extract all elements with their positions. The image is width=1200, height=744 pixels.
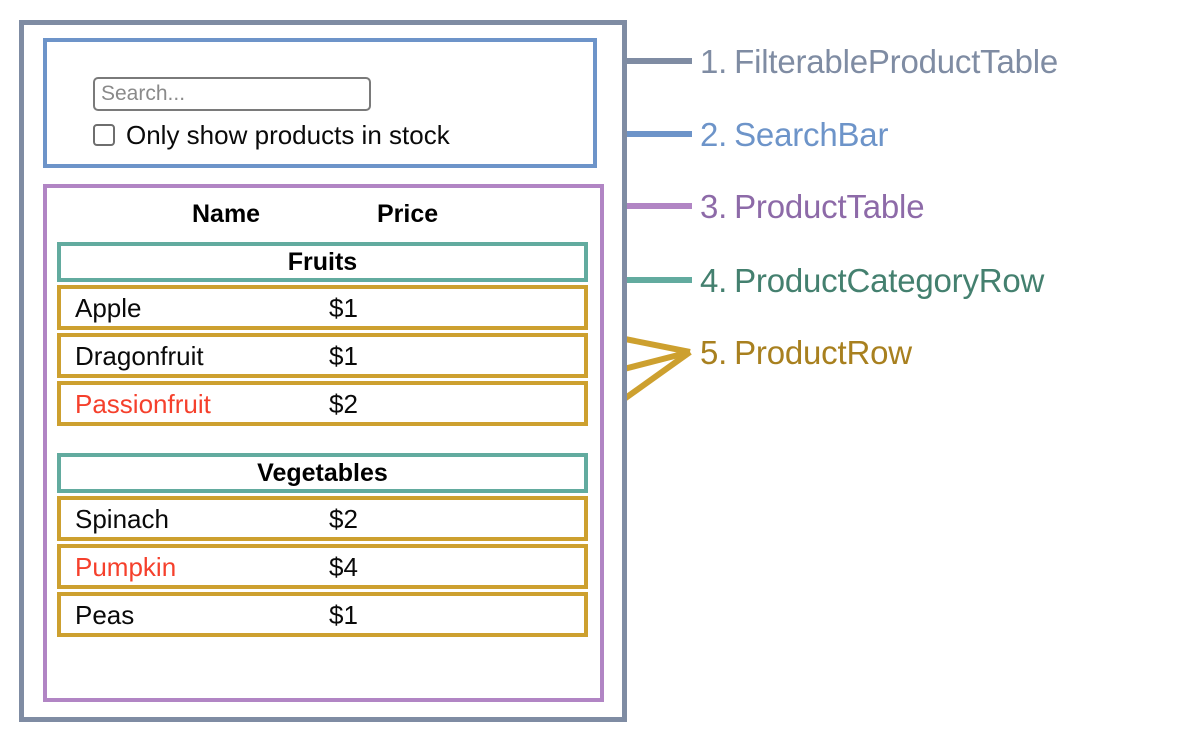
product-row: Spinach $2 [57, 496, 588, 541]
product-price: $1 [329, 292, 358, 323]
legend-number: 5. [700, 334, 728, 371]
column-header-price: Price [377, 199, 439, 228]
legend-number: 2. [700, 116, 728, 153]
legend-label: ProductRow [734, 334, 912, 371]
product-row: Passionfruit $2 [57, 381, 588, 426]
legend-item-product-row: 5.ProductRow [700, 336, 912, 369]
group-spacer [57, 429, 588, 453]
product-price: $2 [329, 503, 358, 534]
stock-filter-row[interactable]: Only show products in stock [93, 122, 450, 148]
product-table-header: Name Price [47, 194, 600, 234]
search-bar-frame: Only show products in stock [43, 38, 597, 168]
product-price: $1 [329, 599, 358, 630]
product-category-label: Fruits [287, 247, 358, 276]
product-name: Spinach [75, 503, 169, 534]
only-in-stock-checkbox[interactable] [93, 124, 115, 146]
legend-item-product-category-row: 4.ProductCategoryRow [700, 264, 1044, 297]
product-name: Pumpkin [75, 551, 177, 582]
legend-item-filterable-product-table: 1.FilterableProductTable [700, 45, 1058, 78]
product-category-label: Vegetables [257, 458, 388, 487]
product-table-frame: Name Price Fruits Apple $1 Dragonfruit $… [43, 184, 604, 702]
legend-label: ProductCategoryRow [734, 262, 1045, 299]
product-table-body: Fruits Apple $1 Dragonfruit $1 Passionfr… [57, 242, 588, 640]
only-in-stock-label: Only show products in stock [126, 120, 450, 150]
product-category-row: Vegetables [57, 453, 588, 493]
legend-number: 3. [700, 188, 728, 225]
search-input[interactable] [93, 77, 371, 111]
product-name: Peas [75, 599, 135, 630]
legend-label: FilterableProductTable [734, 43, 1059, 80]
legend-number: 4. [700, 262, 728, 299]
product-row: Pumpkin $4 [57, 544, 588, 589]
product-row: Apple $1 [57, 285, 588, 330]
product-name: Apple [75, 292, 142, 323]
product-price: $1 [329, 340, 358, 371]
product-name: Dragonfruit [75, 340, 204, 371]
product-row: Dragonfruit $1 [57, 333, 588, 378]
column-header-name: Name [192, 199, 261, 228]
legend-label: SearchBar [734, 116, 889, 153]
product-price: $4 [329, 551, 358, 582]
legend-item-product-table: 3.ProductTable [700, 188, 925, 225]
product-category-row: Fruits [57, 242, 588, 282]
product-name: Passionfruit [75, 388, 211, 419]
product-row: Peas $1 [57, 592, 588, 637]
product-price: $2 [329, 388, 358, 419]
legend-item-search-bar: 2.SearchBar [700, 118, 888, 151]
legend-label: ProductTable [734, 188, 925, 225]
legend-number: 1. [700, 43, 728, 80]
